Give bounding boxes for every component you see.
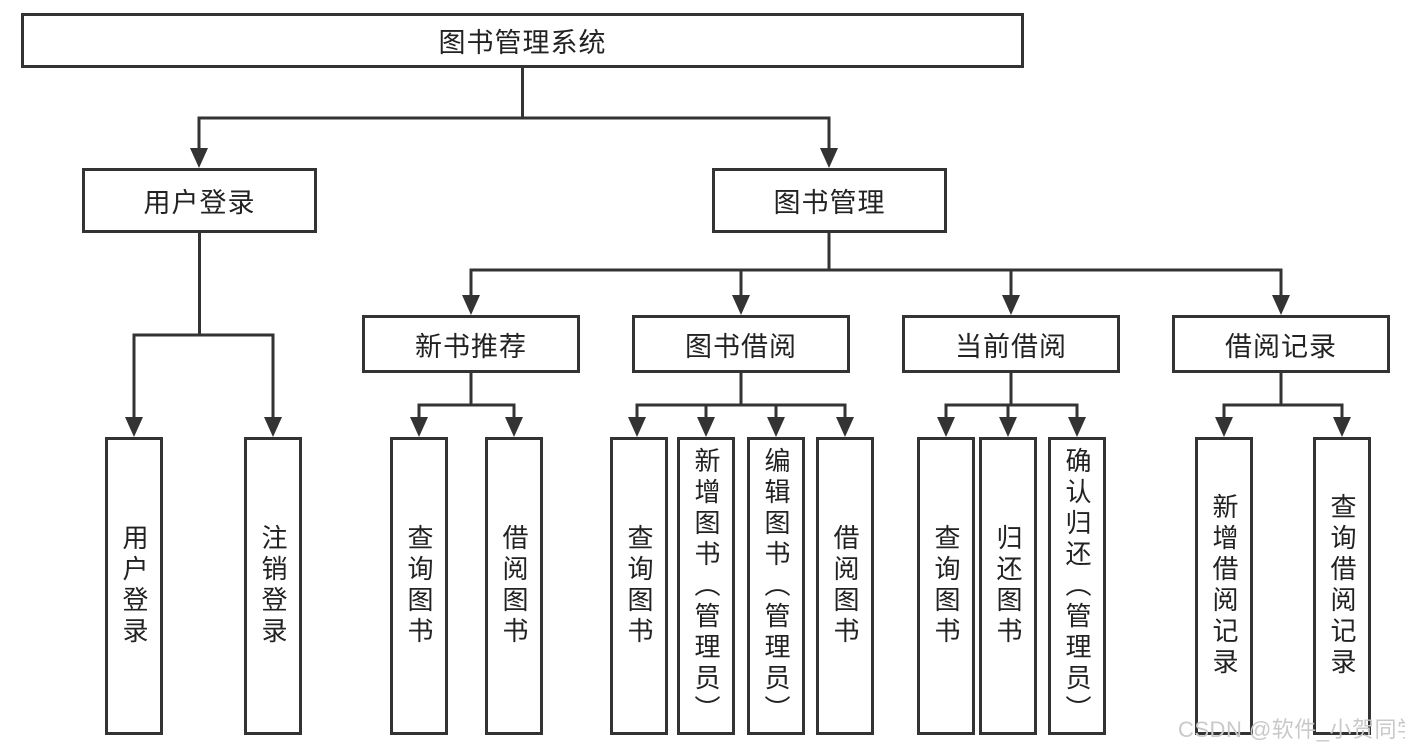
- node-label: 图书管理: [773, 188, 886, 218]
- node-new-book-recommend: 新书推荐: [362, 315, 580, 373]
- arrowhead-icon: [462, 295, 480, 315]
- arrowhead-icon: [264, 417, 282, 437]
- node-label: 编辑图书（管理员）: [761, 446, 791, 726]
- node-label: 当前借阅: [955, 331, 1067, 362]
- arrowhead-icon: [767, 417, 785, 437]
- arrowhead-icon: [190, 148, 208, 168]
- arrowhead-icon: [1002, 295, 1020, 315]
- node-label: 查询图书: [624, 524, 654, 648]
- node-label: 查询图书: [404, 524, 434, 648]
- arrowhead-icon: [836, 417, 854, 437]
- leaf-add-books-admin: 新增图书（管理员）: [677, 437, 735, 735]
- arrowhead-icon: [697, 417, 715, 437]
- node-label: 确认归还（管理员）: [1062, 446, 1092, 726]
- node-label: 新增借阅记录: [1209, 493, 1239, 679]
- node-label: 图书管理系统: [438, 28, 607, 58]
- node-user-login: 用户登录: [82, 168, 317, 233]
- node-label: 用户登录: [143, 188, 256, 218]
- node-label: 借阅图书: [499, 524, 529, 648]
- leaf-borrow-books-recommend: 借阅图书: [485, 437, 543, 735]
- arrowhead-icon: [410, 417, 428, 437]
- leaf-query-borrow-record: 查询借阅记录: [1313, 437, 1371, 735]
- node-label: 新增图书（管理员）: [691, 446, 721, 726]
- leaf-logout: 注销登录: [244, 437, 302, 735]
- leaf-query-books-current: 查询图书: [917, 437, 975, 735]
- node-current-borrow: 当前借阅: [902, 315, 1120, 373]
- node-label: 归还图书: [993, 524, 1023, 648]
- arrowhead-icon: [628, 417, 646, 437]
- leaf-return-books: 归还图书: [979, 437, 1037, 735]
- node-book-borrow: 图书借阅: [632, 315, 850, 373]
- arrowhead-icon: [505, 417, 523, 437]
- arrowhead-icon: [999, 417, 1017, 437]
- leaf-add-borrow-record: 新增借阅记录: [1195, 437, 1253, 735]
- leaf-confirm-return-admin: 确认归还（管理员）: [1048, 437, 1106, 735]
- arrowhead-icon: [1333, 417, 1351, 437]
- leaf-query-books-borrow: 查询图书: [610, 437, 668, 735]
- arrowhead-icon: [937, 417, 955, 437]
- arrowhead-icon: [1272, 295, 1290, 315]
- arrowhead-icon: [1215, 417, 1233, 437]
- node-label: 注销登录: [258, 524, 288, 648]
- node-label: 借阅记录: [1225, 331, 1337, 362]
- node-label: 查询借阅记录: [1327, 493, 1357, 679]
- node-book-management: 图书管理: [712, 168, 947, 233]
- node-book-management-system: 图书管理系统: [21, 13, 1024, 68]
- node-label: 用户登录: [119, 524, 149, 648]
- leaf-query-books-recommend: 查询图书: [390, 437, 448, 735]
- node-label: 图书借阅: [685, 331, 797, 362]
- leaf-edit-books-admin: 编辑图书（管理员）: [747, 437, 805, 735]
- arrowhead-icon: [125, 417, 143, 437]
- leaf-user-login: 用户登录: [105, 437, 163, 735]
- leaf-borrow-books: 借阅图书: [816, 437, 874, 735]
- arrowhead-icon: [1068, 417, 1086, 437]
- node-label: 新书推荐: [415, 331, 527, 362]
- arrowhead-icon: [820, 148, 838, 168]
- node-label: 查询图书: [931, 524, 961, 648]
- csdn-watermark: CSDN @软件_小贺同学: [1178, 717, 1405, 742]
- node-borrow-records: 借阅记录: [1172, 315, 1390, 373]
- arrowhead-icon: [732, 295, 750, 315]
- node-label: 借阅图书: [830, 524, 860, 648]
